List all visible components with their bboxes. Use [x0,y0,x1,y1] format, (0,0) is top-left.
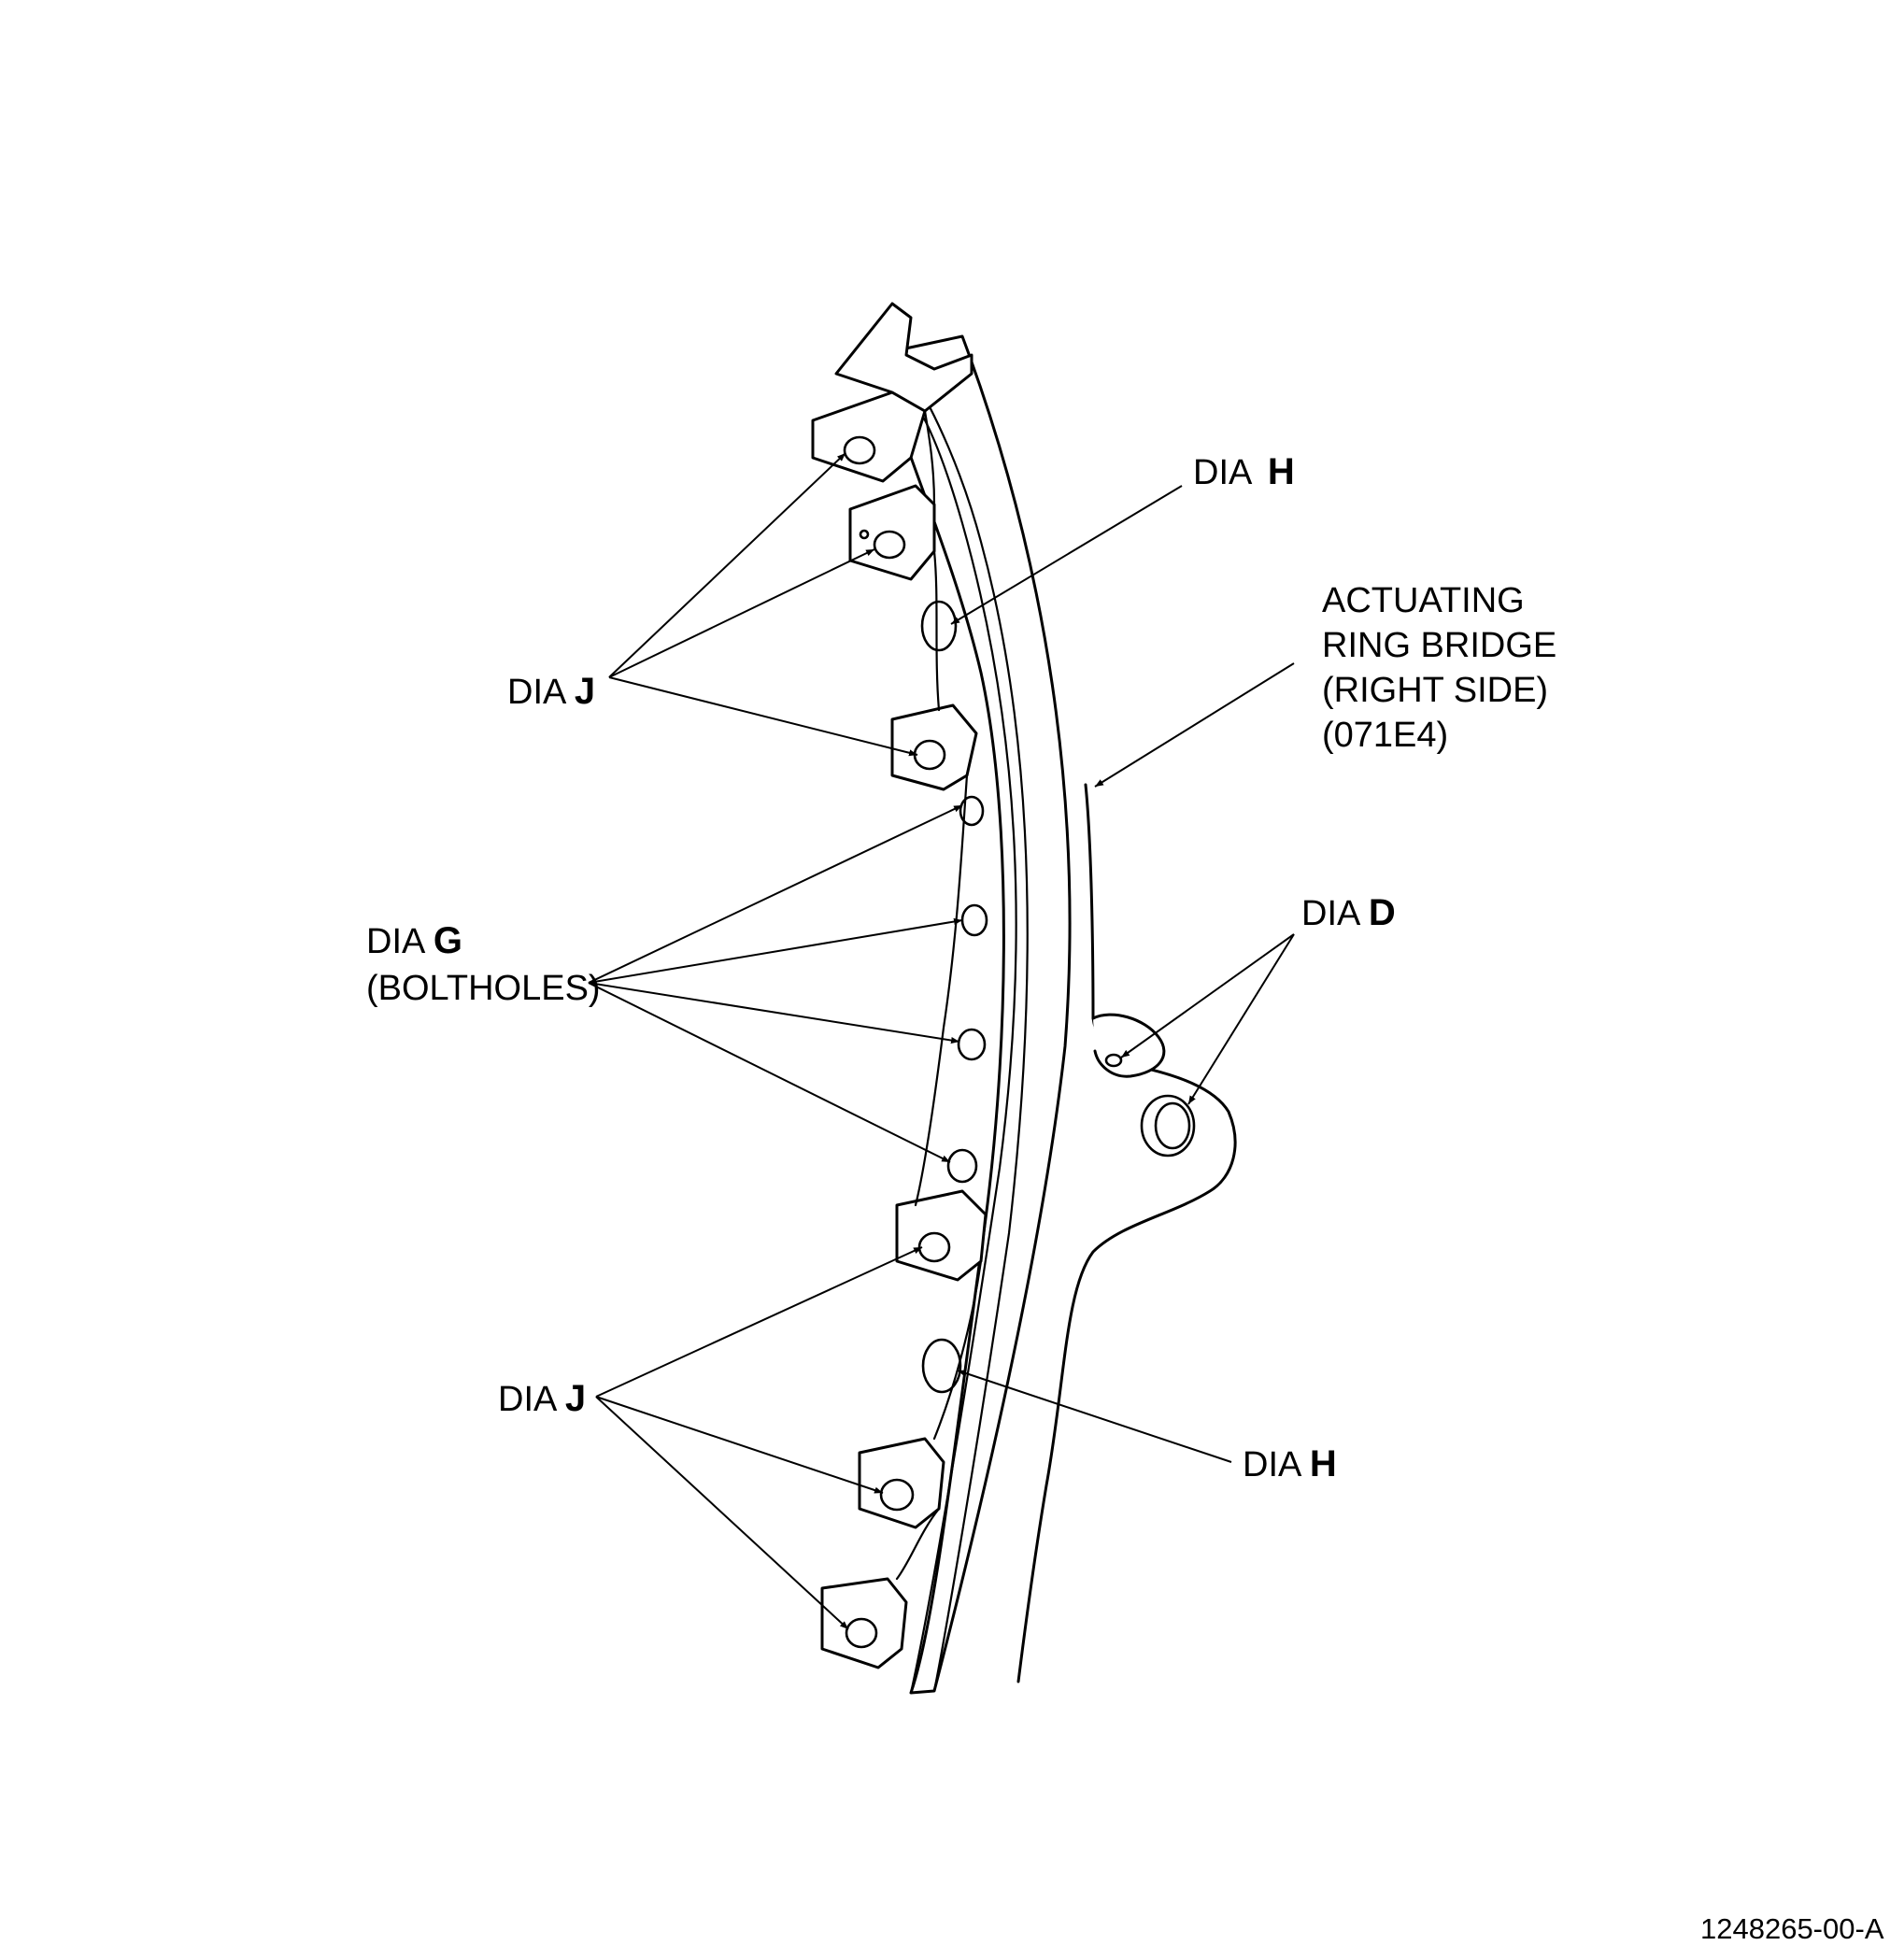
mid-block-lower-hole [917,1231,951,1263]
leader-j-upper-2 [608,548,875,678]
leader-g-2 [588,917,963,984]
g-hole-2 [960,903,988,937]
figure-number: 1248265-00-A [1700,1912,1884,1945]
label-dia-d: DIA D [1301,892,1396,933]
leader-h-bottom [957,1370,1232,1463]
leader-d-1 [1120,933,1295,1058]
inner-band-edge-2 [909,372,1029,1693]
label-dia-j-upper: DIA J [507,671,595,712]
ring-bridge-part [811,302,1237,1695]
bridge-arm [1016,783,1237,1683]
leader-j-lower-3 [595,1396,849,1630]
leader-h-top [950,485,1183,625]
leader-j-upper-1 [608,452,846,678]
label-part-name-3: (RIGHT SIDE) [1322,671,1548,710]
leader-part-name [1094,662,1295,788]
leader-g-3 [588,982,960,1044]
bottom-block-2-hole [845,1617,878,1649]
callout-labels: DIA H ACTUATING RING BRIDGE (RIGHT SIDE)… [366,451,1884,1945]
lug-small-hole [1104,1053,1123,1068]
label-dia-h-top: DIA H [1193,451,1295,492]
leader-j-upper-3 [608,676,918,757]
g-hole-3 [957,1028,987,1061]
label-dia-j-lower: DIA J [498,1378,586,1419]
stepped-edge [895,409,983,1581]
top-block-2-hole [873,530,906,560]
leader-g-1 [588,804,963,984]
top-block-2-pin [859,529,870,540]
label-part-name-4: (071E4) [1322,716,1448,755]
bottom-block-1-hole [879,1478,915,1512]
lug-bore-inner [1154,1101,1191,1150]
label-part-name-2: RING BRIDGE [1322,626,1556,665]
g-hole-4 [946,1148,978,1184]
mid-block-upper-hole [913,739,946,771]
label-dia-g: DIA G [366,920,462,961]
leader-lines [588,452,1295,1630]
leader-j-lower-1 [595,1246,923,1398]
label-part-name-1: ACTUATING [1322,581,1525,620]
inner-band-edge [900,381,1017,1695]
leader-j-lower-2 [595,1396,884,1494]
h-hole-bottom [921,1338,962,1394]
leader-d-2 [1187,933,1295,1105]
h-hole-top [920,600,958,652]
top-block-1-hole [843,435,876,465]
lug-top [1091,1013,1166,1078]
label-dia-h-bottom: DIA H [1243,1443,1337,1484]
label-boltholes: (BOLTHOLES) [366,969,601,1008]
leader-g-4 [588,982,951,1163]
top-tab [834,302,973,413]
